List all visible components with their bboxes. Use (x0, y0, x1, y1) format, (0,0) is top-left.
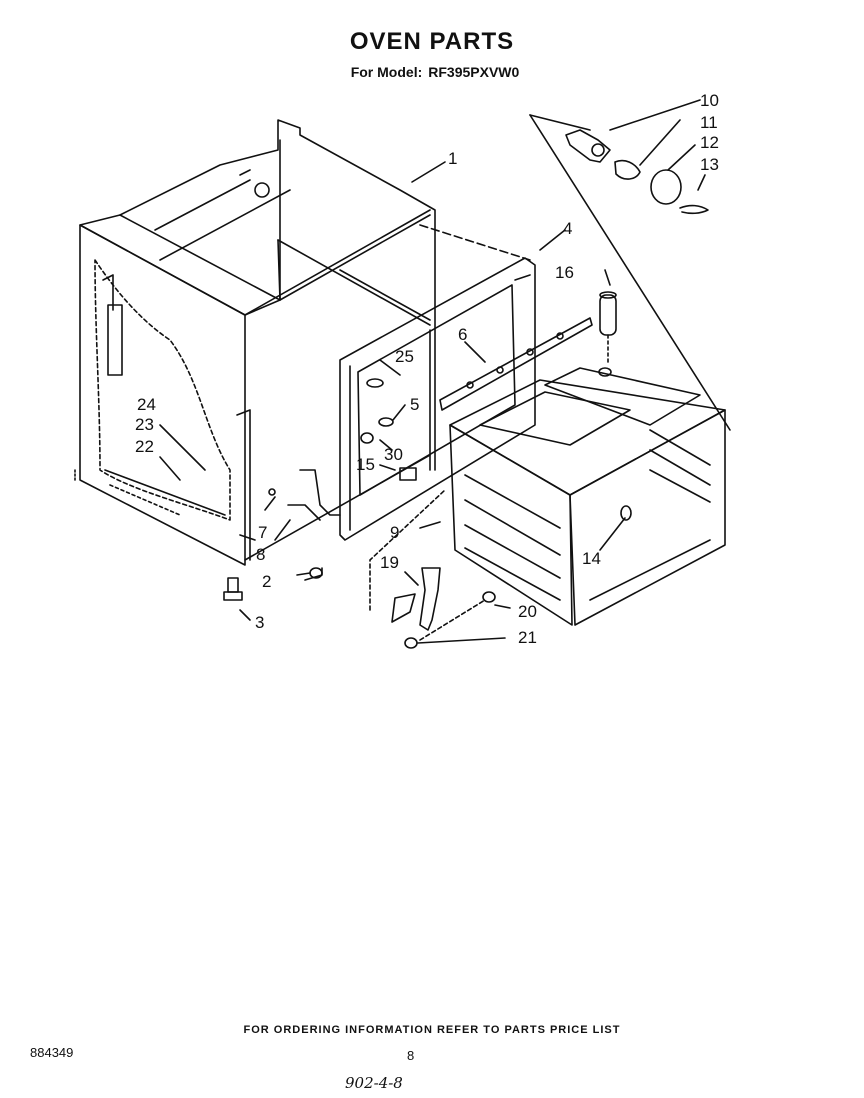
callout-30: 30 (384, 445, 403, 464)
callout-3: 3 (255, 613, 264, 632)
handwritten-note: 902-4-8 (345, 1074, 403, 1092)
model-label: For Model: (350, 64, 423, 80)
callout-24: 24 (137, 395, 156, 414)
callout-4: 4 (563, 219, 572, 238)
callout-14: 14 (582, 549, 601, 568)
callout-9: 9 (390, 523, 399, 542)
document-number: 884349 (30, 1045, 74, 1060)
oven-front-frame-part (339, 224, 536, 541)
callout-15: 15 (356, 455, 375, 474)
callout-11: 11 (700, 113, 718, 132)
oven-cabinet-part (74, 119, 436, 566)
callout-25: 25 (395, 347, 414, 366)
callout-6: 6 (458, 325, 467, 344)
page-number: 8 (407, 1048, 415, 1063)
ordering-note: FOR ORDERING INFORMATION REFER TO PARTS … (243, 1024, 621, 1036)
callout-labels: 1 2 3 4 5 6 7 8 9 10 11 12 13 14 15 16 1… (135, 91, 719, 647)
callout-16: 16 (555, 263, 574, 282)
page-title: OVEN PARTS (349, 28, 515, 55)
callout-5: 5 (410, 395, 419, 414)
callout-8: 8 (256, 545, 265, 564)
callout-19: 19 (380, 553, 399, 572)
callout-10: 10 (700, 91, 719, 110)
callout-2: 2 (262, 572, 271, 591)
model-line: For Model: RF395PXVW0 (0, 64, 864, 80)
callout-7: 7 (258, 523, 267, 542)
callout-22: 22 (135, 437, 154, 456)
leader-lines (159, 99, 706, 644)
rack-support-part (439, 317, 593, 411)
oven-liner-part (449, 367, 726, 626)
model-number: RF395PXVW0 (428, 64, 520, 80)
callout-20: 20 (518, 602, 537, 621)
callout-23: 23 (135, 415, 154, 434)
callout-12: 12 (700, 133, 719, 152)
callout-21: 21 (518, 628, 537, 647)
oven-lamp-assembly-part (529, 114, 731, 431)
callout-1: 1 (448, 149, 457, 168)
callout-13: 13 (700, 155, 719, 174)
